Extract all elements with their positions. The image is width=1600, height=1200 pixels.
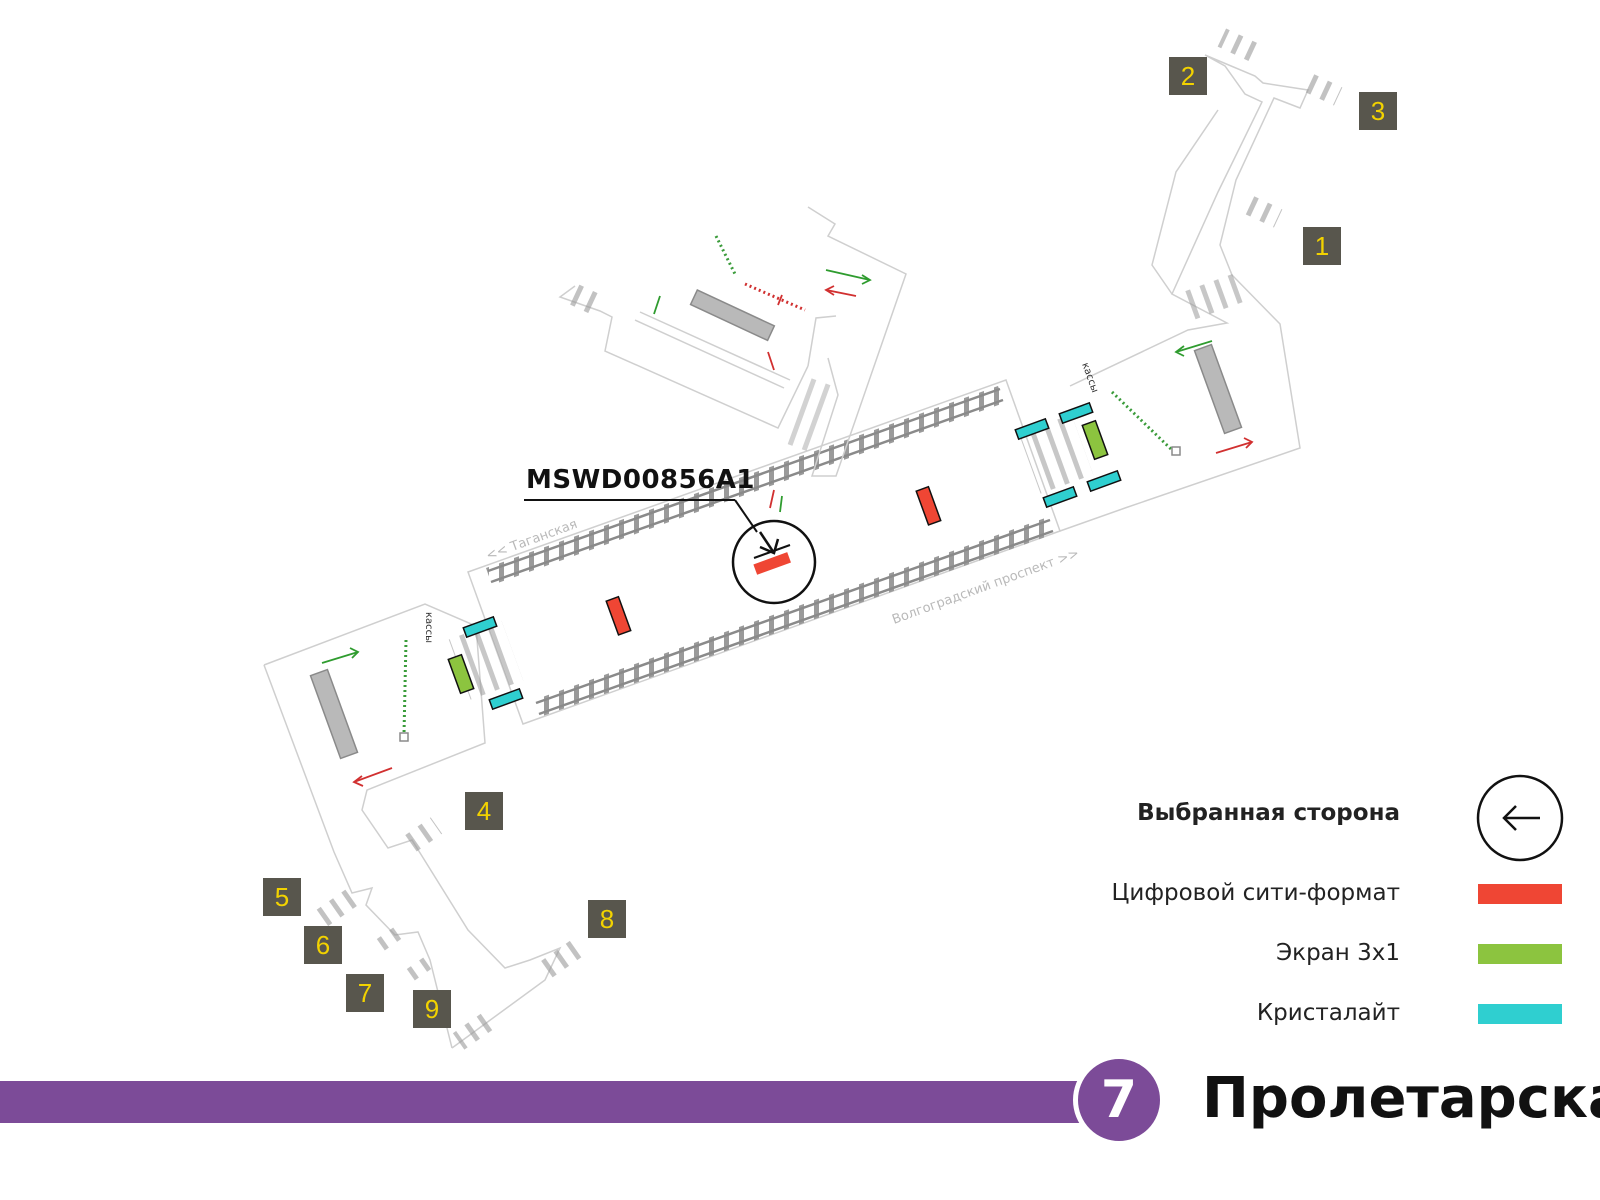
east-vestibule: [1018, 54, 1310, 532]
cashier-label: кассы: [423, 612, 434, 643]
legend-crystalite-label: Кристалайт: [1256, 1000, 1400, 1026]
north-passage: [558, 206, 907, 477]
legend-screen-3x1-swatch: [1478, 944, 1562, 964]
legend-selected-side-label: Выбранная сторона: [1137, 800, 1400, 826]
track-lower: [534, 517, 1054, 717]
ad-placements: [447, 401, 1122, 711]
exit-badge-7: 7: [346, 974, 384, 1012]
legend-digital-city-format-swatch: [1478, 884, 1562, 904]
line-number-badge: 7: [1073, 1054, 1165, 1146]
crystalite-ad: [462, 401, 1122, 711]
exit-stairs: [315, 28, 1343, 1050]
west-vestibule: [263, 603, 562, 1049]
legend-crystalite-swatch: [1478, 1004, 1562, 1024]
platform: [467, 379, 1061, 725]
exit-badge-4: 4: [465, 792, 503, 830]
exit-badge-9: 9: [413, 990, 451, 1028]
metro-line-bar: [0, 1081, 1090, 1123]
exit-badge-2: 2: [1169, 57, 1207, 95]
screen-3x1-ad: [1081, 419, 1109, 461]
exit-badge-6: 6: [304, 926, 342, 964]
cashier-label: кассы: [1079, 361, 1100, 394]
legend-digital-city-format-label: Цифровой сити-формат: [1111, 880, 1400, 906]
exit-badge-1: 1: [1303, 227, 1341, 265]
selected-side-marker: [524, 499, 817, 605]
exit-badge-3: 3: [1359, 92, 1397, 130]
legend-screen-3x1-label: Экран 3х1: [1276, 940, 1400, 966]
exit-badge-8: 8: [588, 900, 626, 938]
screen-3x1-ad: [447, 653, 475, 695]
exit-badge-5: 5: [263, 878, 301, 916]
digital-city-format-ad: [915, 485, 942, 526]
track-upper: [486, 386, 1004, 585]
arrow-left-in-circle-icon: [1476, 774, 1564, 862]
station-name: Пролетарская: [1202, 1066, 1600, 1131]
flow-arrows: [321, 269, 1254, 787]
ad-id-label: MSWD00856A1: [526, 465, 756, 495]
digital-city-format-ad: [605, 595, 632, 636]
